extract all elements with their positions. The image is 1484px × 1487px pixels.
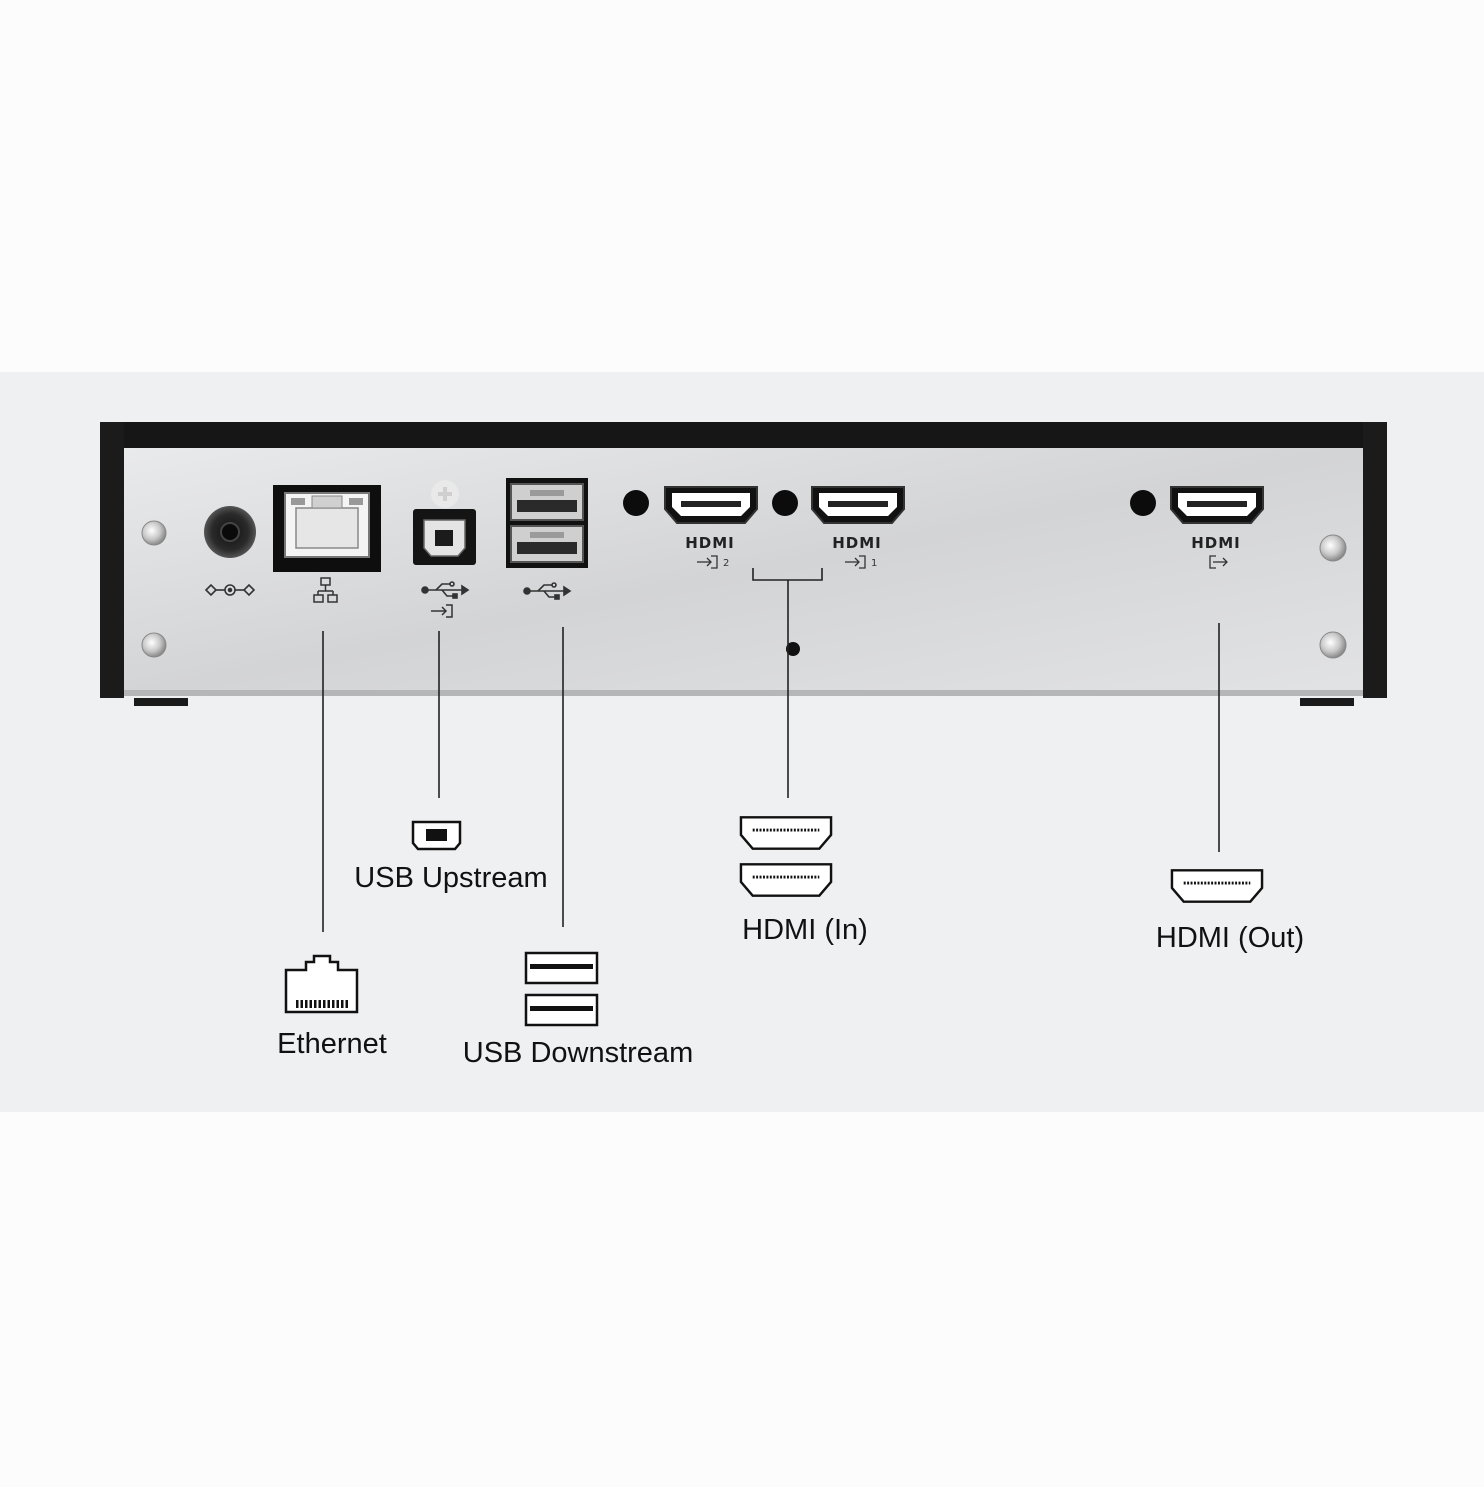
screw-bottom-left	[141, 632, 167, 658]
output-arrow-icon	[1209, 555, 1228, 569]
left-foot	[134, 698, 188, 706]
hdmi-in-2-number: 2	[723, 558, 729, 569]
usb-b-connector-icon	[411, 820, 462, 851]
screw-bottom-right	[1319, 631, 1347, 659]
hdmi-in-1-number: 1	[871, 558, 877, 569]
input-arrow-icon	[431, 604, 453, 618]
callout-lines	[322, 580, 1220, 932]
usb-b-port	[413, 480, 476, 565]
hdmi-in-label: HDMI (In)	[742, 914, 868, 946]
screw-top-right	[1319, 534, 1347, 562]
led-hdmi-out	[1130, 490, 1156, 516]
usb-upstream-label: USB Upstream	[354, 862, 547, 894]
led-indicators	[623, 490, 1156, 656]
usb-a-connector-icon	[524, 951, 599, 1027]
ethernet-port	[273, 485, 381, 572]
led-hdmi-1	[772, 490, 798, 516]
rj45-connector-icon	[284, 954, 359, 1014]
usb-downstream-icon	[523, 582, 572, 600]
dc-power-icon	[204, 583, 256, 597]
hdmi-connector-icon	[1170, 868, 1264, 904]
input-arrow-icon	[845, 555, 866, 569]
right-foot	[1300, 698, 1354, 706]
hdmi-out-port: HDMI	[1170, 486, 1264, 569]
hdmi-in-1-port: HDMI 1	[811, 486, 905, 569]
hdmi-in-1-brand: HDMI	[832, 534, 882, 552]
reset-hole	[786, 642, 800, 656]
input-arrow-icon	[697, 555, 718, 569]
usb-downstream-label: USB Downstream	[463, 1037, 693, 1069]
screws	[141, 520, 1347, 659]
dc-power-port	[204, 506, 256, 558]
hdmi-connector-icon	[739, 815, 833, 898]
network-icon	[313, 577, 338, 603]
ethernet-label: Ethernet	[277, 1028, 387, 1060]
screw-top-left	[141, 520, 167, 546]
led-hdmi-2	[623, 490, 649, 516]
usb-a-port	[506, 478, 588, 568]
usb-icon	[421, 581, 470, 599]
hdmi-in-2-port: HDMI 2	[664, 486, 758, 569]
hdmi-out-brand: HDMI	[1191, 534, 1241, 552]
hdmi-out-label: HDMI (Out)	[1156, 922, 1304, 954]
hdmi-in-2-brand: HDMI	[685, 534, 735, 552]
